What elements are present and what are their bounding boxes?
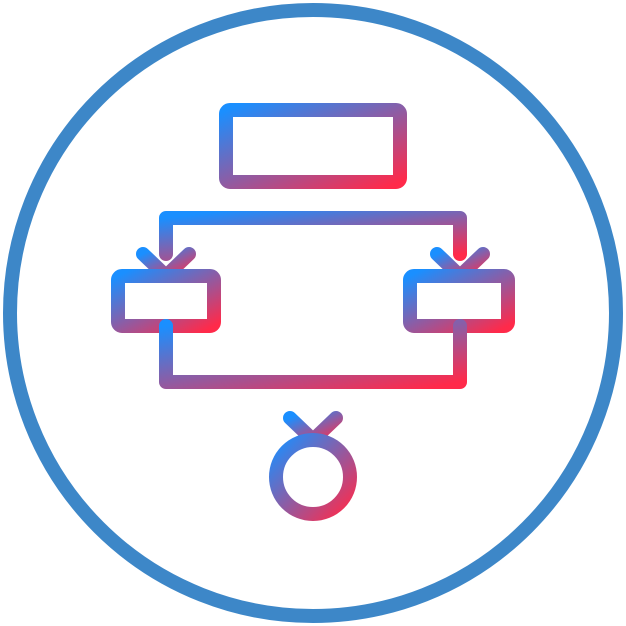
merge-connector <box>159 319 467 389</box>
split-connector <box>159 211 467 261</box>
flowchart-glyph <box>111 103 515 521</box>
left-branch-box <box>111 269 221 333</box>
outer-ring <box>3 3 623 623</box>
right-branch-box <box>403 269 515 333</box>
end-terminator-circle <box>269 433 357 521</box>
top-process-box <box>219 103 407 189</box>
